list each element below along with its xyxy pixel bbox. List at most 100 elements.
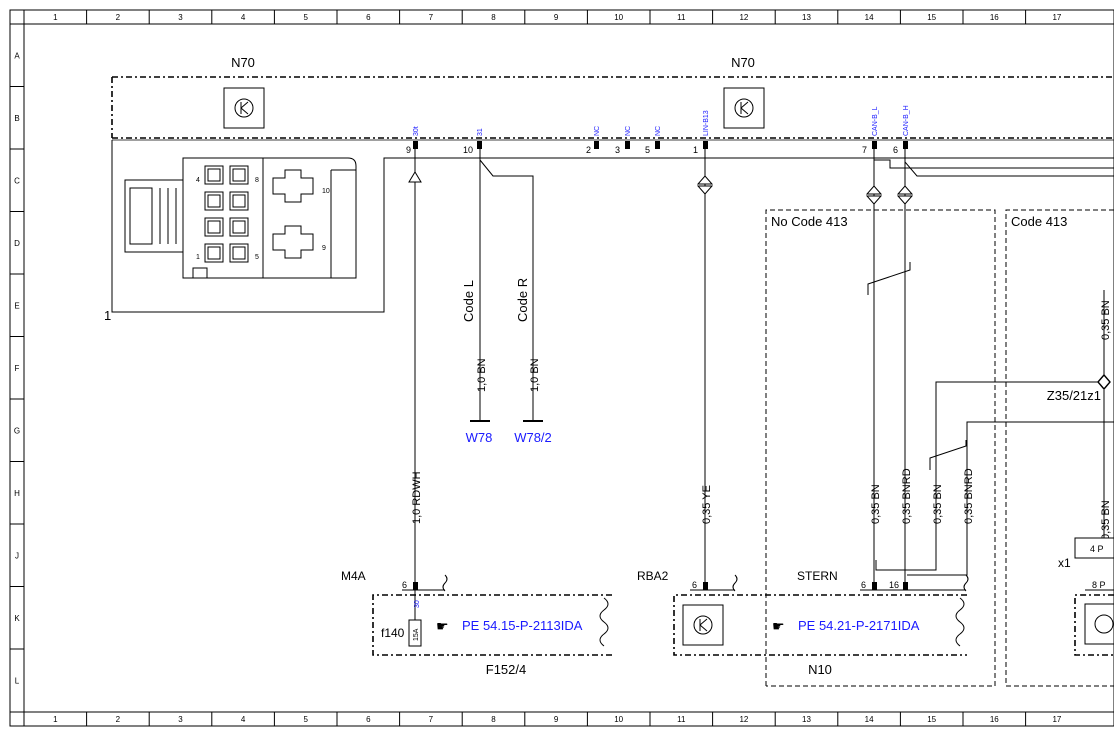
n10-module-box xyxy=(673,594,967,656)
reference-link[interactable]: PE 54.21-P-2171IDA xyxy=(798,618,920,633)
wire-ground-r xyxy=(479,159,534,420)
x1-pin-label: 4 P xyxy=(1090,544,1104,554)
grid-row-label: C xyxy=(14,176,20,185)
cut-edge-icon xyxy=(963,574,969,592)
rba2-label: RBA2 xyxy=(637,569,669,583)
connector-callout: 1 xyxy=(104,308,111,323)
wire-z35-bnrd xyxy=(907,421,1114,576)
cavity-label: 4 xyxy=(196,177,200,184)
pin-3: 3 xyxy=(615,141,630,155)
m4a-label: M4A xyxy=(341,569,366,583)
wire-label: 0,35 BN xyxy=(1100,500,1112,540)
w78-2-label: W78/2 xyxy=(514,430,552,445)
x1-pin-label: 8 P xyxy=(1092,580,1106,590)
wire-label: 1,0 BN xyxy=(529,358,541,392)
wire-z35-bn-top xyxy=(935,381,1100,470)
n10-label: N10 xyxy=(808,662,832,677)
connector-outline xyxy=(111,140,1114,313)
connector-face-icon xyxy=(124,157,357,279)
fuse-rating: 15A xyxy=(413,628,420,641)
m4a-pin xyxy=(413,582,418,590)
svg-text:5: 5 xyxy=(645,145,650,155)
pin-number: 6 xyxy=(402,580,407,590)
wire-label: 0,35 BN xyxy=(870,484,882,524)
grid-row-label: A xyxy=(14,51,20,60)
wire-can-h-branch xyxy=(904,149,1114,177)
svg-text:6: 6 xyxy=(893,145,898,155)
pin-number: 16 xyxy=(889,580,899,590)
grid-column-label: 3 xyxy=(178,13,183,22)
f140-label: f140 xyxy=(381,626,405,640)
n70-label-right: N70 xyxy=(731,55,755,70)
region-no-code-413 xyxy=(765,209,996,687)
signal-30t: 30t xyxy=(413,126,420,136)
pin-10: 10 xyxy=(463,141,482,155)
cut-edge-icon xyxy=(599,597,609,647)
pin-number: 6 xyxy=(692,580,697,590)
bidirectional-icon xyxy=(896,185,914,205)
svg-text:2: 2 xyxy=(586,145,591,155)
grid-column-label: 15 xyxy=(927,13,936,22)
transistor-icon xyxy=(723,87,765,129)
wire-label: 0,35 BNRD xyxy=(963,468,975,524)
grid-row-label: B xyxy=(14,114,19,123)
grid-column-label: 9 xyxy=(554,715,559,724)
cut-edge-icon xyxy=(442,574,448,592)
stern-pin-16 xyxy=(903,582,908,590)
wire-label: 0,35 BN xyxy=(932,484,944,524)
grid-column-label: 3 xyxy=(178,715,183,724)
wire-can-l-branch xyxy=(873,149,1114,169)
grid-column-label: 15 xyxy=(927,715,936,724)
pin-2: 2 xyxy=(586,141,599,155)
grid-row-label: G xyxy=(14,426,20,435)
x1-label: x1 xyxy=(1058,556,1071,570)
rba2-pin xyxy=(703,582,708,590)
wire-label: 0,35 BNRD xyxy=(901,468,913,524)
transistor-icon xyxy=(682,604,724,646)
splice-icon xyxy=(1097,373,1111,391)
grid-column-label: 16 xyxy=(990,13,999,22)
twist-icon xyxy=(867,262,911,295)
grid-column-label: 13 xyxy=(802,715,811,724)
grid-column-label: 1 xyxy=(53,13,58,22)
svg-text:1: 1 xyxy=(693,145,698,155)
fuse-icon xyxy=(408,619,422,647)
svg-text:7: 7 xyxy=(862,145,867,155)
grid-column-label: 6 xyxy=(366,715,371,724)
reference-link[interactable]: PE 54.15-P-2113IDA xyxy=(462,618,583,633)
svg-text:9: 9 xyxy=(406,145,411,155)
signal-can-h: CAN-B_H xyxy=(903,105,910,136)
pin-9: 9 xyxy=(406,141,418,155)
grid-column-label: 13 xyxy=(802,13,811,22)
signal-30: 30 xyxy=(414,600,421,608)
stern-pin-6 xyxy=(872,582,877,590)
grid-column-label: 14 xyxy=(865,13,874,22)
grid-column-label: 14 xyxy=(865,715,874,724)
grid-column-label: 2 xyxy=(116,13,121,22)
grid-column-label: 8 xyxy=(491,13,496,22)
f152-module-box xyxy=(372,594,612,656)
bidirectional-icon xyxy=(696,175,714,195)
wire-label: 1,0 RDWH xyxy=(411,471,423,524)
cavity-label: 5 xyxy=(255,254,259,261)
cavity-label: 10 xyxy=(322,188,330,195)
x1-connector xyxy=(1074,537,1114,559)
grid-column-label: 17 xyxy=(1052,13,1061,22)
grid-column-label: 7 xyxy=(429,13,434,22)
grid-column-label: 8 xyxy=(491,715,496,724)
grid-column-label: 11 xyxy=(677,715,686,724)
grid-column-label: 2 xyxy=(116,715,121,724)
hand-pointer-icon[interactable]: ☛ xyxy=(772,618,785,634)
pin-5: 5 xyxy=(645,141,660,155)
hand-pointer-icon[interactable]: ☛ xyxy=(436,618,449,634)
cut-edge-icon xyxy=(955,597,965,647)
grid-column-label: 11 xyxy=(677,13,686,22)
grid-column-label: 5 xyxy=(303,715,308,724)
grid-row-label: L xyxy=(15,676,20,685)
code-r-label: Code R xyxy=(515,278,530,322)
cavity-label: 8 xyxy=(255,177,259,184)
transistor-icon xyxy=(1084,603,1114,645)
cavity-label: 9 xyxy=(322,245,326,252)
transistor-icon xyxy=(223,87,265,129)
w78-label: W78 xyxy=(466,430,493,445)
